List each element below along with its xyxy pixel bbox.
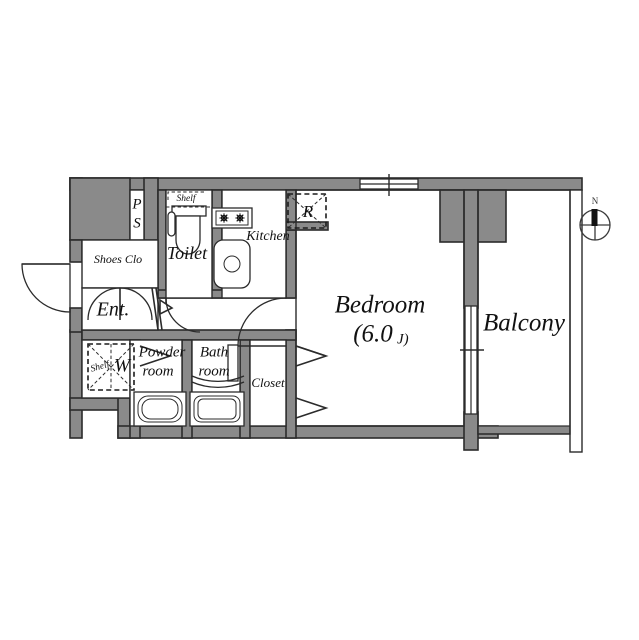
room-floor-bedroom bbox=[295, 189, 465, 427]
refrigerator-cross bbox=[287, 193, 327, 229]
wall-left-ent-upper bbox=[69, 239, 83, 263]
shoes-closet-doors bbox=[87, 287, 153, 321]
bathtub bbox=[189, 391, 245, 427]
washer-cross bbox=[87, 343, 135, 391]
wall-hall-bottom bbox=[81, 329, 297, 341]
entrance-door bbox=[21, 263, 71, 313]
kitchen-sink bbox=[213, 239, 251, 289]
refrigerator-outline bbox=[287, 193, 327, 229]
burner-left-icon bbox=[219, 213, 229, 223]
bedroom-door bbox=[237, 297, 287, 347]
compass-needle-north bbox=[591, 209, 598, 226]
room-floor-shoes-closet bbox=[81, 239, 159, 289]
wall-block-upper-left bbox=[69, 177, 131, 241]
label-bath-room-line1: Bath bbox=[200, 344, 228, 360]
wall-bottom-exterior bbox=[117, 425, 499, 439]
toilet-fixture bbox=[167, 205, 207, 255]
washer-and-shelf bbox=[87, 343, 135, 391]
vanity-basin-inner bbox=[141, 398, 179, 420]
room-floor-powder bbox=[81, 339, 131, 399]
label-balcony: Balcony bbox=[483, 310, 566, 337]
toilet-shelf-outline bbox=[167, 191, 206, 200]
wall-balcony-divider-lower bbox=[463, 411, 479, 451]
entrance-inner-door bbox=[151, 287, 163, 331]
wall-balcony-bottom-rail bbox=[477, 425, 573, 435]
room-floor-balcony bbox=[477, 189, 571, 435]
label-washer: W bbox=[114, 355, 132, 376]
wall-left-ent-lower bbox=[69, 307, 83, 333]
bath-partition bbox=[227, 344, 239, 382]
wall-bedroom-left-lower bbox=[285, 329, 297, 439]
washer-outline bbox=[87, 343, 135, 391]
powder-vanity bbox=[133, 391, 187, 427]
wall-toilet-left bbox=[157, 189, 167, 299]
wall-between-ps-toilet bbox=[143, 177, 159, 241]
toilet-door bbox=[159, 297, 201, 333]
closet-door-lower bbox=[295, 397, 329, 419]
refrigerator-space bbox=[287, 193, 327, 229]
compass-north-label: N bbox=[592, 196, 599, 206]
toilet-side-piece bbox=[167, 211, 176, 237]
windows-and-glazing bbox=[359, 174, 484, 415]
label-bedroom-area-unit: J) bbox=[397, 331, 409, 347]
label-bath-room-line2: room bbox=[198, 363, 229, 379]
entrance-door-swing bbox=[21, 263, 71, 313]
label-closet: Closet bbox=[251, 375, 285, 390]
burner-right-icon bbox=[235, 213, 245, 223]
label-toilet-shelf: Shelf bbox=[177, 193, 197, 204]
room-floor-closet bbox=[249, 339, 287, 427]
label-pipe-shaft-p: P bbox=[131, 196, 141, 212]
label-entrance: Ent. bbox=[96, 299, 130, 321]
north-compass: N bbox=[579, 196, 611, 241]
closet-door-upper bbox=[295, 345, 329, 367]
bathtub-inner bbox=[197, 398, 237, 420]
annotation-labels: P S Shelf Shelf W R bbox=[89, 193, 314, 376]
label-powder-room-line2: room bbox=[142, 363, 173, 379]
doors bbox=[21, 263, 329, 419]
label-bedroom-area: (6.0 bbox=[353, 321, 393, 348]
toilet-bowl bbox=[175, 215, 201, 255]
fixtures bbox=[87, 191, 327, 427]
kitchen-stove bbox=[211, 207, 253, 229]
label-powder-room-line1: Powder bbox=[138, 344, 186, 360]
label-shoes-closet: Shoes Clo bbox=[94, 252, 142, 266]
label-bedroom: Bedroom bbox=[335, 292, 426, 319]
wall-balcony-divider-upper bbox=[463, 189, 479, 309]
label-pipe-shaft-s: S bbox=[133, 215, 141, 231]
wall-refrig-bottom bbox=[285, 221, 329, 231]
bath-room-door bbox=[191, 375, 245, 389]
wall-left-lower bbox=[69, 329, 83, 439]
label-toilet: Toilet bbox=[167, 243, 208, 263]
powder-room-door bbox=[139, 345, 173, 367]
sink-drain bbox=[223, 255, 241, 273]
label-kitchen: Kitchen bbox=[245, 229, 290, 244]
room-labels: Bedroom (6.0 J) Balcony Kitchen Toilet P… bbox=[94, 229, 566, 390]
label-powder-shelf: Shelf bbox=[89, 358, 112, 374]
label-refrigerator: R bbox=[302, 202, 314, 221]
